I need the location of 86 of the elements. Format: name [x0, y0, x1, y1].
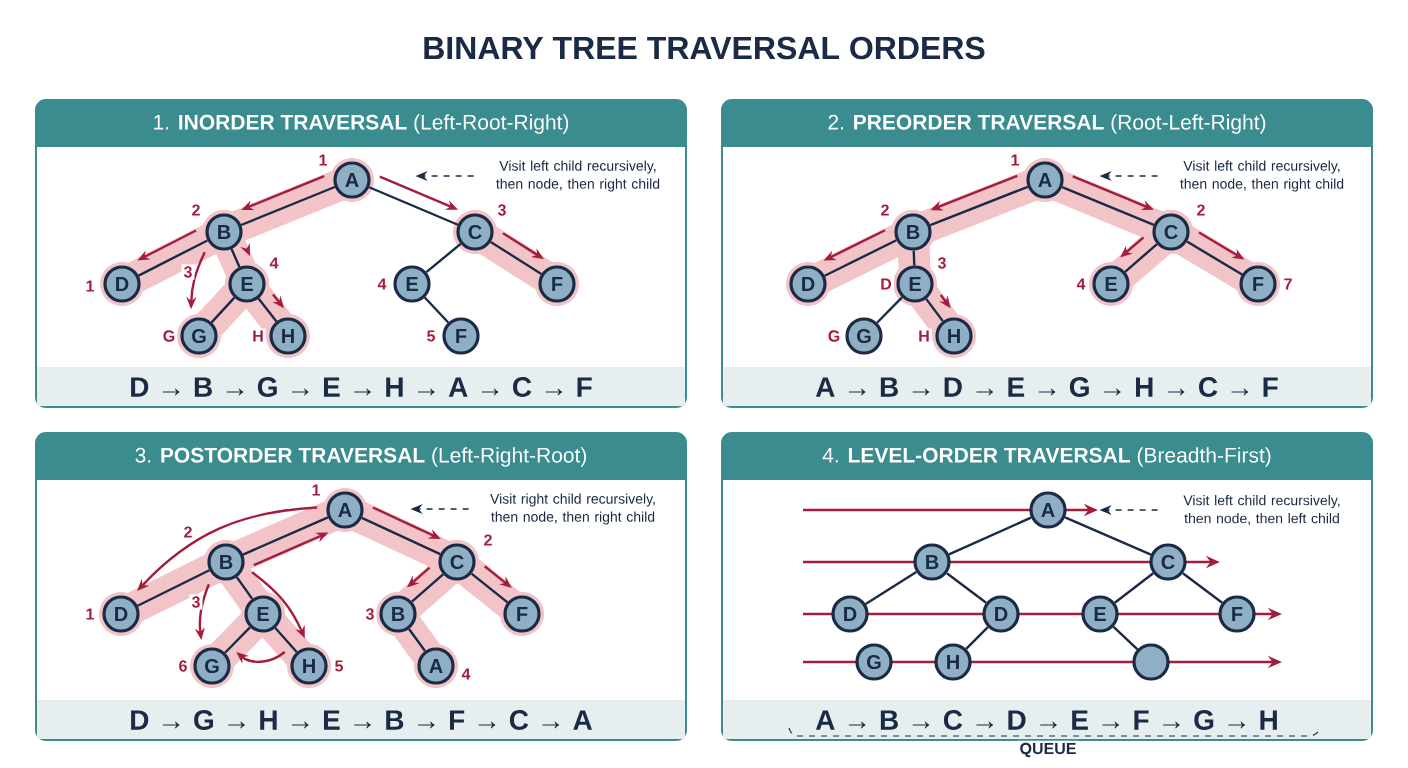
tree-node: E	[228, 265, 266, 303]
tree-node: F	[538, 265, 576, 303]
tree-branch	[946, 572, 987, 604]
tree-node: D	[102, 595, 140, 633]
tree-branch	[965, 626, 989, 650]
tree-node: C	[456, 213, 494, 251]
tree-branch	[423, 296, 450, 324]
tree-branch	[912, 250, 916, 266]
tree-branch	[925, 298, 944, 322]
tree-branch	[876, 296, 903, 324]
note: Visit left child recursively, then node, then right child	[1180, 160, 1344, 192]
tree-branch	[490, 240, 542, 276]
note: Visit left child recursively, then node, then left child	[1183, 495, 1340, 525]
tree-branch	[1064, 516, 1152, 556]
tree-node: A	[1026, 161, 1064, 199]
tree-branch	[242, 516, 329, 556]
tree-branch	[408, 628, 426, 652]
tree-node: G	[180, 317, 218, 355]
tree-node: C	[1149, 543, 1187, 581]
tree-branch	[1182, 572, 1223, 604]
tree-node: F	[1239, 265, 1277, 303]
tree-branch	[137, 569, 210, 607]
note: Visit left child recursively, then node, then right child	[496, 160, 660, 192]
tree-branch	[235, 576, 254, 600]
tree-node: B	[205, 213, 243, 251]
tree-node: A	[333, 161, 371, 199]
note: Visit right child recursively, then node, then right child	[490, 493, 655, 525]
tree-node: F	[503, 595, 541, 633]
tree-branch	[1124, 243, 1158, 273]
panel-heading: 2. PREORDER TRAVERSAL (Root-Left-Right)	[828, 114, 1266, 134]
tree-branch	[361, 516, 441, 556]
tree-branch	[1186, 240, 1243, 276]
traversal-sequence: D → B → G → E → H → A → C → F	[37, 367, 685, 406]
tree-node: D	[103, 265, 141, 303]
tree-node: G	[855, 643, 893, 681]
tree-branch	[1114, 572, 1154, 604]
tree-node: F	[1218, 595, 1256, 633]
tree-branch	[1112, 625, 1139, 651]
tree-branch	[824, 239, 897, 277]
tree-node: E	[1081, 595, 1119, 633]
traversal-sequence: A → B → D → E → G → H → C → F	[723, 367, 1371, 406]
tree-branch	[210, 296, 236, 324]
tree-node: G	[845, 317, 883, 355]
tree-node: H	[935, 317, 973, 355]
panel-heading: 3. POSTORDER TRAVERSAL (Left-Right-Root)	[135, 447, 587, 467]
tree-branch	[929, 185, 1029, 227]
tree-node: C	[438, 543, 476, 581]
tree-node: A	[417, 647, 455, 685]
tree-branch	[411, 573, 444, 603]
tree-branch	[425, 242, 462, 274]
tree-node: B	[894, 213, 932, 251]
tree-node: G	[193, 647, 231, 685]
traversal-sequence: A → B → C → D → E → F → G → H	[723, 700, 1371, 739]
tree-node: H	[290, 647, 328, 685]
tree-node: D	[831, 595, 869, 633]
tree-node: E	[393, 265, 431, 303]
tree-node: D	[982, 595, 1020, 633]
tree-branch	[865, 570, 917, 606]
tree-node	[1132, 643, 1170, 681]
tree-branch	[138, 239, 208, 277]
tree-node: E	[1092, 265, 1130, 303]
tree-node: B	[379, 595, 417, 633]
tree-node: D	[789, 265, 827, 303]
tree-branch	[470, 572, 509, 604]
tree-node: B	[913, 543, 951, 581]
tree-node: A	[326, 491, 364, 529]
tree-branch	[948, 516, 1032, 556]
tree-node: H	[934, 643, 972, 681]
tree-branch	[368, 186, 459, 226]
tree-branch	[224, 626, 251, 654]
panel-heading: 1. INORDER TRAVERSAL (Left-Root-Right)	[154, 114, 569, 134]
tree-branch	[1061, 186, 1155, 227]
tree-branch	[257, 297, 278, 323]
tree-node: A	[1029, 491, 1067, 529]
tree-branch	[274, 627, 298, 653]
title: BINARY TREE TRAVERSAL ORDERS	[424, 36, 985, 60]
tree-node: E	[896, 265, 934, 303]
tree-node: B	[207, 543, 245, 581]
tree-node: F	[442, 317, 480, 355]
tree-node: E	[244, 595, 282, 633]
tree-node: H	[269, 317, 307, 355]
tree-branch	[240, 185, 336, 227]
tree-node: C	[1152, 213, 1190, 251]
tree-branch	[230, 248, 241, 268]
traversal-sequence: D → G → H → E → B → F → C → A	[37, 700, 685, 739]
panel-heading: 4. LEVEL-ORDER TRAVERSAL (Breadth-First)	[822, 447, 1271, 467]
